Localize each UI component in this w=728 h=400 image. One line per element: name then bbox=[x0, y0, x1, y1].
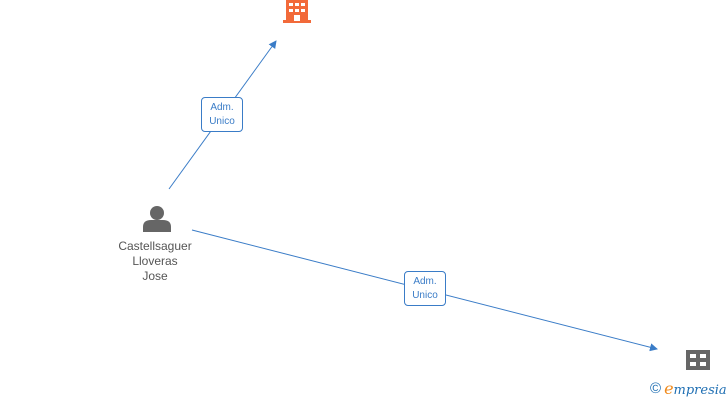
empresia-logo: empresia bbox=[664, 379, 727, 398]
person-name-line: Lloveras bbox=[132, 254, 178, 268]
person-name-line: Castellsaguer bbox=[118, 239, 192, 253]
person-icon[interactable] bbox=[143, 206, 171, 232]
edge-label-bottom: Adm. Unico bbox=[404, 271, 446, 306]
company-top-building-icon[interactable] bbox=[283, 0, 311, 23]
edge-label-line: Adm. bbox=[413, 275, 437, 287]
person-name[interactable]: Castellsaguer Lloveras Jose bbox=[105, 239, 205, 284]
logo-rest: mpresia bbox=[673, 383, 727, 398]
edge-label-line: Unico bbox=[209, 115, 235, 127]
person-name-line: Jose bbox=[142, 269, 168, 283]
edge-label-top: Adm. Unico bbox=[201, 97, 243, 132]
company-bottom-building-icon[interactable] bbox=[686, 350, 710, 370]
edge-label-line: Adm. bbox=[210, 101, 234, 113]
empresia-watermark: © empresia bbox=[650, 379, 727, 398]
edge-label-line: Unico bbox=[412, 289, 438, 301]
copyright-icon: © bbox=[650, 379, 662, 397]
logo-initial: e bbox=[664, 379, 674, 398]
